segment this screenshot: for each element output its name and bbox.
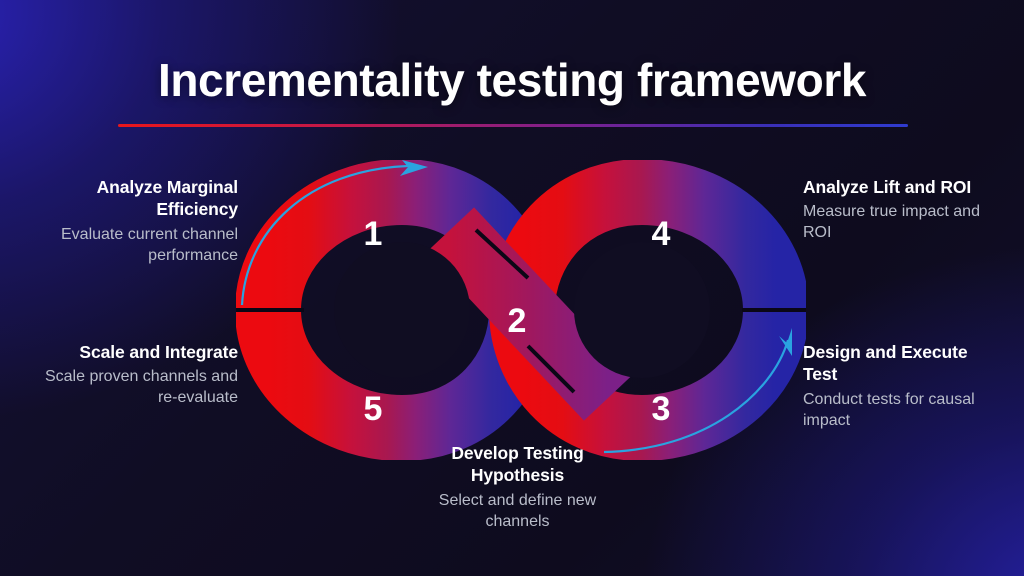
step-number-4: 4 [652, 215, 671, 253]
step-4-heading: Analyze Lift and ROI [803, 177, 972, 197]
flow-arrowheads [400, 160, 792, 356]
step-1-body: Evaluate current channel performance [61, 225, 238, 264]
step-number-3: 3 [652, 390, 671, 428]
step-label-1: Analyze Marginal Efficiency Evaluate cur… [38, 176, 238, 266]
left-loop-hole [334, 242, 470, 378]
left-arrowhead-icon [400, 160, 428, 176]
step-2-body: Select and define new channels [438, 491, 597, 530]
crossing-band-descending [425, 207, 633, 421]
page-title: Incrementality testing framework [157, 54, 867, 106]
step-label-4: Analyze Lift and ROI Measure true impact… [803, 176, 1003, 244]
right-loop-arrow-path [603, 339, 790, 454]
title-underline-divider [118, 124, 908, 127]
infinity-loop-diagram: 1 2 3 4 5 [236, 160, 806, 460]
step-number-1: 1 [364, 215, 383, 253]
step-numbers: 1 2 3 4 5 [364, 215, 671, 428]
step-4-body: Measure true impact and ROI [803, 203, 980, 242]
step-5-heading: Scale and Integrate [79, 342, 238, 362]
step-label-5: Scale and Integrate Scale proven channel… [38, 341, 238, 409]
step-number-2: 2 [508, 302, 527, 340]
step-3-body: Conduct tests for causal impact [803, 390, 975, 429]
step-5-body: Scale proven channels and re-evaluate [44, 368, 238, 407]
step-number-5: 5 [364, 390, 383, 428]
step-1-heading: Analyze Marginal Efficiency [96, 177, 238, 220]
separator-right-lower-left [526, 344, 576, 394]
right-loop-hole [574, 242, 710, 378]
step-2-heading: Develop Testing Hypothesis [451, 443, 584, 486]
flow-arrows [240, 164, 790, 454]
step-label-2: Develop Testing Hypothesis Select and de… [405, 442, 630, 532]
right-arrowhead-icon [779, 328, 792, 356]
step-label-3: Design and Execute Test Conduct tests fo… [803, 341, 1003, 431]
left-loop-arrow-path [240, 164, 409, 306]
segment-separators [236, 228, 806, 394]
loop-inner-holes [334, 242, 710, 378]
separator-left-upper-right [474, 228, 530, 280]
step-3-heading: Design and Execute Test [803, 342, 968, 385]
